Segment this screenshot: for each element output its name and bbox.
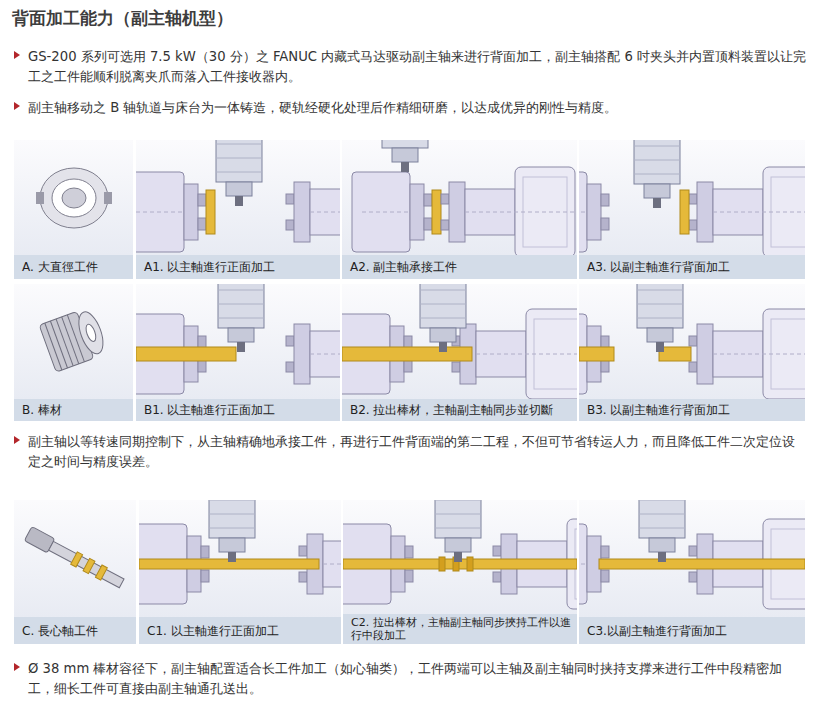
bullet-mark	[14, 436, 20, 444]
panel-caption: A3. 以副主軸進行背面加工	[587, 260, 730, 274]
panel-caption: A1. 以主軸進行正面加工	[144, 260, 275, 274]
panel-art	[129, 472, 433, 617]
panel-caption: C. 長心軸工件	[22, 624, 98, 638]
panel-art	[529, 472, 816, 617]
bullet-mark	[14, 102, 20, 110]
caption-box: C. 長心軸工件	[22, 624, 98, 638]
caption-box: A1. 以主軸進行正面加工	[144, 260, 275, 274]
process-panel: A. 大直徑工件	[14, 140, 133, 279]
page-title: 背面加工能力（副主轴机型）	[12, 7, 233, 29]
caption-strip: B1. 以主軸進行正面加工	[136, 399, 340, 421]
caption-box: A3. 以副主軸進行背面加工	[587, 260, 730, 274]
panel-caption: A. 大直徑工件	[22, 260, 98, 274]
caption-strip: C1. 以主軸進行正面加工	[139, 617, 341, 644]
caption-strip: B3. 以副主軸進行背面加工	[579, 399, 805, 421]
panel-art	[14, 500, 136, 617]
process-panel: A3. 以副主軸進行背面加工	[579, 140, 805, 279]
caption-strip: A2. 副主軸承接工件	[342, 255, 577, 279]
bullet-mark	[14, 663, 20, 671]
caption-strip: A. 大直徑工件	[14, 255, 133, 279]
caption-strip: C2. 拉出棒材，主軸副主軸同步挾持工件以進行中段加工	[343, 614, 577, 644]
bullet-paragraph: 副主轴移动之 B 轴轨道与床台为一体铸造，硬轨经硬化处理后作精细研磨，以达成优异…	[28, 98, 806, 118]
panel-art	[14, 140, 133, 255]
process-panel: B3. 以副主軸進行背面加工	[579, 284, 805, 421]
caption-box: B1. 以主軸進行正面加工	[144, 403, 276, 417]
panel-caption: C3.以副主軸進行背面加工	[587, 624, 727, 638]
process-panel: A1. 以主軸進行正面加工	[136, 140, 340, 279]
panel-art	[529, 262, 816, 399]
bullet-paragraph: GS-200 系列可选用 7.5 kW（30 分）之 FANUC 内藏式马达驱动…	[28, 47, 806, 87]
panel-art	[333, 472, 627, 617]
caption-box: A. 大直徑工件	[22, 260, 98, 274]
panel-caption: A2. 副主軸承接工件	[350, 260, 457, 274]
caption-box: B. 棒材	[22, 403, 62, 417]
panel-caption: C2. 拉出棒材，主軸副主軸同步挾持工件以進行中段加工	[351, 616, 571, 642]
bullet-paragraph: 副主轴以等转速同期控制下，从主轴精确地承接工件，再进行工件背面端的第二工程，不但…	[28, 432, 806, 472]
process-panel: C. 長心軸工件	[14, 500, 136, 644]
caption-box: C3.以副主軸進行背面加工	[587, 624, 727, 638]
caption-box: B2. 拉出棒材，主軸副主軸同步並切斷	[350, 403, 554, 417]
process-panel: B. 棒材	[14, 284, 133, 421]
panel-caption: B. 棒材	[22, 403, 62, 417]
panel-caption: C1. 以主軸進行正面加工	[147, 624, 279, 638]
panel-art	[14, 284, 133, 399]
process-panel: B1. 以主軸進行正面加工	[136, 284, 340, 421]
process-panel: A2. 副主軸承接工件	[342, 140, 577, 279]
panel-art	[529, 118, 816, 257]
bullet-paragraph: Ø 38 mm 棒材容径下，副主轴配置适合长工件加工（如心轴类），工件两端可以主…	[28, 659, 806, 699]
process-panel: C2. 拉出棒材，主軸副主軸同步挾持工件以進行中段加工	[343, 500, 577, 644]
caption-box: C2. 拉出棒材，主軸副主軸同步挾持工件以進行中段加工	[351, 616, 571, 642]
caption-box: C1. 以主軸進行正面加工	[147, 624, 279, 638]
panel-art	[126, 262, 420, 399]
panel-caption: B2. 拉出棒材，主軸副主軸同步並切斷	[350, 403, 554, 417]
process-panel: B2. 拉出棒材，主軸副主軸同步並切斷	[342, 284, 577, 421]
caption-box: B3. 以副主軸進行背面加工	[587, 403, 731, 417]
panel-caption: B1. 以主軸進行正面加工	[144, 403, 276, 417]
panel-caption: B3. 以副主軸進行背面加工	[587, 403, 731, 417]
caption-strip: C. 長心軸工件	[14, 617, 136, 644]
caption-strip: C3.以副主軸進行背面加工	[579, 617, 805, 644]
process-panel: C1. 以主軸進行正面加工	[139, 500, 341, 644]
caption-strip: A3. 以副主軸進行背面加工	[579, 255, 805, 279]
caption-box: A2. 副主軸承接工件	[350, 260, 457, 274]
caption-strip: A1. 以主軸進行正面加工	[136, 255, 340, 279]
caption-strip: B. 棒材	[14, 399, 133, 421]
process-panel: C3.以副主軸進行背面加工	[579, 500, 805, 644]
bullet-mark	[14, 51, 20, 59]
caption-strip: B2. 拉出棒材，主軸副主軸同步並切斷	[342, 399, 577, 421]
panel-art	[332, 262, 586, 399]
